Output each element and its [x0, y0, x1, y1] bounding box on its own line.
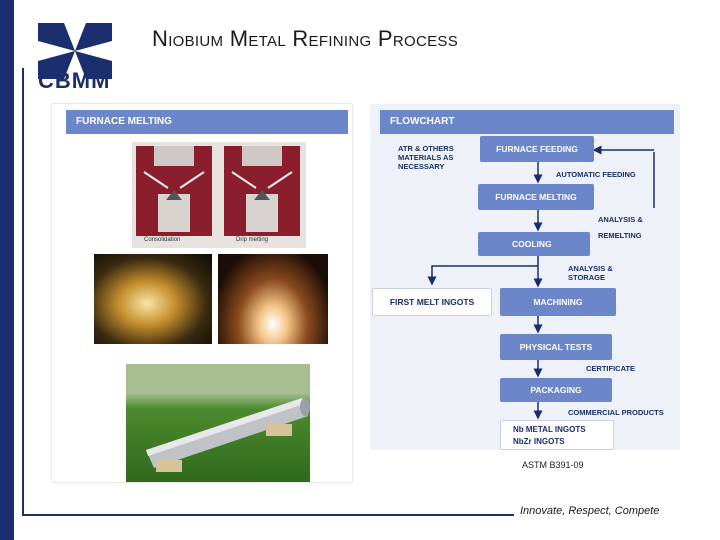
flowchart-arrows: [427, 145, 655, 420]
note-analysis-remelting: ANALYSIS & REMELTING: [598, 215, 643, 240]
frame-horizontal-line: [22, 514, 514, 516]
ingot-photo: [126, 364, 310, 482]
label-nb-metal-ingots: Nb METAL INGOTS: [513, 424, 586, 434]
caption-drip-melting: Drip melting: [236, 237, 269, 243]
note-certificate: CERTIFICATE: [586, 364, 636, 373]
caption-consolidation: Consolidation: [144, 237, 181, 243]
furnace-melting-panel: FURNACE MELTING Consolidation Drip melti…: [52, 104, 352, 482]
furnace-diagram: Consolidation Drip melting: [132, 142, 306, 248]
logo-wordmark: CBMM: [38, 68, 111, 93]
melt-photo-left: [94, 254, 212, 344]
flowchart-panel: FLOWCHART ATR & OTHERS MATERIALS AS NECE…: [370, 104, 680, 450]
left-accent-bar: [0, 0, 14, 540]
slide-tagline: Innovate, Respect, Compete: [520, 505, 660, 517]
box-physical-tests: PHYSICAL TESTS: [500, 334, 612, 360]
box-first-melt-ingots: FIRST MELT INGOTS: [372, 288, 492, 316]
box-packaging: PACKAGING: [500, 378, 612, 402]
note-automatic-feeding: AUTOMATIC FEEDING: [556, 170, 636, 179]
astm-reference: ASTM B391-09: [522, 460, 584, 470]
note-analysis-storage: ANALYSIS & STORAGE: [568, 264, 613, 282]
cbmm-logo-icon: [38, 23, 112, 79]
flowchart-header: FLOWCHART: [380, 110, 674, 134]
label-nbzr-ingots: NbZr INGOTS: [513, 436, 565, 446]
box-cooling: COOLING: [478, 232, 590, 256]
box-nb-ingots: Nb METAL INGOTS NbZr INGOTS: [500, 420, 614, 450]
box-furnace-melting: FURNACE MELTING: [478, 184, 594, 210]
furnace-melting-header: FURNACE MELTING: [66, 110, 348, 134]
box-machining: MACHINING: [500, 288, 616, 316]
box-furnace-feeding: FURNACE FEEDING: [480, 136, 594, 162]
note-commercial-products: COMMERCIAL PRODUCTS: [568, 408, 664, 417]
note-atr: ATR & OTHERS MATERIALS AS NECESSARY: [398, 144, 454, 171]
slide-title: Niobium Metal Refining Process: [152, 26, 459, 51]
melt-photo-right: [218, 254, 328, 344]
frame-vertical-line: [22, 68, 24, 516]
